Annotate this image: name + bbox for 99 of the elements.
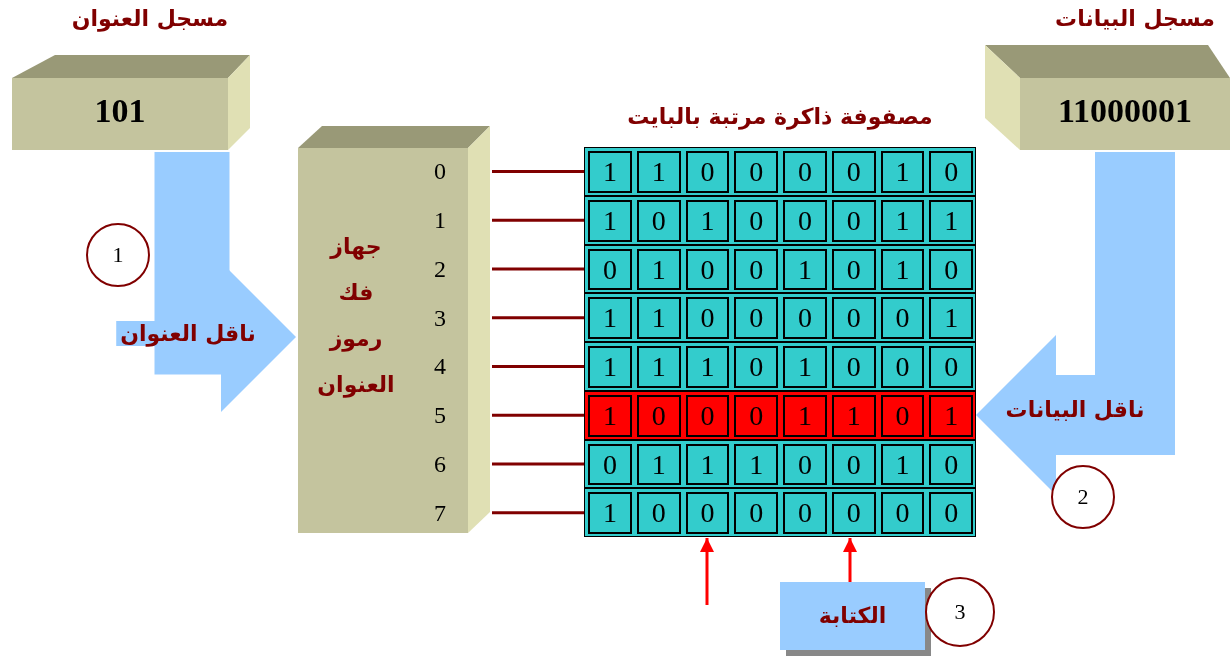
bit-cell: 0 bbox=[783, 492, 827, 534]
bit-cell: 1 bbox=[929, 297, 973, 339]
register-value: 101 bbox=[94, 92, 146, 130]
bit-cell: 0 bbox=[880, 492, 925, 534]
bit-cell: 0 bbox=[831, 199, 876, 242]
bit-cell: 0 bbox=[783, 151, 827, 193]
bit-cell: 1 bbox=[588, 199, 632, 242]
memory-row bbox=[584, 244, 976, 294]
arrow bbox=[843, 538, 857, 582]
step-circle: 1 bbox=[86, 223, 150, 287]
bit-cell: 0 bbox=[734, 248, 778, 291]
address-number: 7 bbox=[434, 498, 446, 528]
bit-cell: 0 bbox=[588, 443, 632, 486]
memory-row bbox=[584, 195, 976, 245]
bit-cell: 0 bbox=[783, 199, 827, 242]
bit-cell: 0 bbox=[929, 443, 973, 486]
connector-line bbox=[492, 413, 584, 417]
bit-cell: 1 bbox=[783, 394, 827, 437]
bit-cell: 1 bbox=[929, 199, 973, 242]
bit-cell: 0 bbox=[929, 346, 973, 388]
step-circle: 3 bbox=[925, 577, 995, 647]
bit-cell: 0 bbox=[880, 346, 925, 388]
bit-cell: 1 bbox=[636, 151, 681, 193]
bit-cell: 0 bbox=[880, 297, 925, 339]
address-number: 2 bbox=[434, 254, 446, 284]
bit-cell: 1 bbox=[783, 248, 827, 291]
bit-cell: 1 bbox=[880, 248, 925, 291]
bit-cell: 0 bbox=[636, 199, 681, 242]
bit-cell: 0 bbox=[831, 443, 876, 486]
bit-cell: 0 bbox=[685, 151, 730, 193]
bit-cell: 1 bbox=[685, 199, 730, 242]
register-label: مسجل البيانات bbox=[1055, 6, 1215, 31]
bit-cell: 0 bbox=[734, 394, 778, 437]
bit-cell: 0 bbox=[734, 199, 778, 242]
bit-cell: 0 bbox=[831, 346, 876, 388]
memory-row bbox=[584, 439, 976, 489]
bit-cell: 0 bbox=[783, 297, 827, 339]
bit-cell: 0 bbox=[831, 248, 876, 291]
bit-cell: 1 bbox=[588, 151, 632, 193]
bit-cell: 1 bbox=[880, 199, 925, 242]
bit-cell: 0 bbox=[734, 346, 778, 388]
register-label: مسجل العنوان bbox=[71, 6, 229, 31]
decoder-label: جهاز فك رموز العنوان bbox=[317, 233, 395, 400]
bit-cell: 1 bbox=[685, 346, 730, 388]
memory-row bbox=[584, 147, 976, 196]
address-number: 0 bbox=[434, 157, 446, 187]
bit-cell: 1 bbox=[636, 443, 681, 486]
bit-cell: 0 bbox=[734, 492, 778, 534]
memory-row bbox=[584, 342, 976, 391]
address-number: 1 bbox=[434, 206, 446, 236]
bit-cell: 1 bbox=[880, 151, 925, 193]
bit-cell: 1 bbox=[636, 297, 681, 339]
bit-cell: 1 bbox=[636, 248, 681, 291]
connector-line bbox=[492, 218, 584, 222]
bit-cell: 0 bbox=[685, 248, 730, 291]
bit-cell: 0 bbox=[734, 151, 778, 193]
bit-cell: 1 bbox=[685, 443, 730, 486]
bit-cell: 0 bbox=[929, 248, 973, 291]
connector-line bbox=[492, 316, 584, 320]
address-number: 6 bbox=[434, 449, 446, 479]
connector-line bbox=[492, 511, 584, 515]
address-number: 5 bbox=[434, 401, 446, 431]
bit-cell: 1 bbox=[588, 492, 632, 534]
bit-cell: 0 bbox=[685, 492, 730, 534]
address-number: 4 bbox=[434, 352, 446, 382]
bit-cell: 1 bbox=[588, 394, 632, 437]
bit-cell: 0 bbox=[685, 394, 730, 437]
memory-row bbox=[584, 488, 976, 537]
arrow bbox=[700, 538, 714, 605]
bit-cell: 0 bbox=[831, 297, 876, 339]
memory-row bbox=[584, 293, 976, 342]
bit-cell: 0 bbox=[685, 297, 730, 339]
bit-cell: 0 bbox=[636, 394, 681, 437]
bit-cell: 1 bbox=[880, 443, 925, 486]
bit-cell: 1 bbox=[929, 394, 973, 437]
bit-cell: 1 bbox=[783, 346, 827, 388]
bit-cell: 0 bbox=[734, 297, 778, 339]
bit-cell: 1 bbox=[588, 297, 632, 339]
connector-line bbox=[492, 169, 584, 173]
bit-cell: 1 bbox=[734, 443, 778, 486]
bit-cell: 0 bbox=[929, 151, 973, 193]
register-value: 11000001 bbox=[1057, 92, 1193, 130]
array-title: مصفوفة ذاكرة مرتبة بالبايت bbox=[627, 104, 933, 129]
memory-row bbox=[584, 390, 976, 440]
bit-cell: 0 bbox=[929, 492, 973, 534]
bit-cell: 1 bbox=[831, 394, 876, 437]
connector-line bbox=[492, 267, 584, 271]
connector-line bbox=[492, 364, 584, 368]
bit-cell: 0 bbox=[636, 492, 681, 534]
address-number: 3 bbox=[434, 303, 446, 333]
connector-line bbox=[492, 462, 584, 466]
bit-cell: 0 bbox=[831, 151, 876, 193]
bit-cell: 1 bbox=[636, 346, 681, 388]
step-circle: 2 bbox=[1051, 465, 1115, 529]
bit-cell: 0 bbox=[831, 492, 876, 534]
bit-cell: 1 bbox=[588, 346, 632, 388]
bit-cell: 0 bbox=[588, 248, 632, 291]
bit-cell: 0 bbox=[880, 394, 925, 437]
bit-cell: 0 bbox=[783, 443, 827, 486]
